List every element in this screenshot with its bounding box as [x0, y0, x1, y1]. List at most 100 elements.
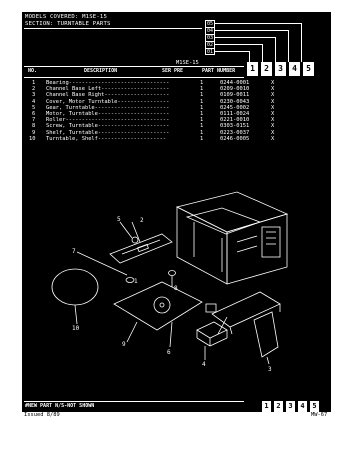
- parts-list: 1 Bearing-------------------------------…: [22, 80, 331, 142]
- part-number: 0223-0037: [220, 129, 250, 136]
- model-tab: 03: [205, 34, 215, 41]
- footer-rule: [24, 401, 244, 402]
- channel-base-left-drawing: [109, 221, 173, 264]
- callout-label: 5: [117, 216, 121, 223]
- part-no: 7: [32, 117, 36, 124]
- oven-cavity-drawing: [175, 191, 289, 285]
- part-qty: 1: [200, 86, 204, 93]
- part-row: 4 Cover, Motor Turntable----------------…: [22, 99, 331, 105]
- footer-legend-bar: #NEW PART N/S-NOT SHOWN: [22, 401, 331, 412]
- part-qty: 1: [200, 80, 204, 86]
- footer-version-box: 5: [310, 401, 319, 412]
- version-box: 5: [303, 62, 314, 76]
- header-rule: [24, 28, 202, 29]
- part-no: 9: [32, 129, 36, 136]
- callout-label: 10: [72, 325, 80, 332]
- part-description: Channel Base Left---------------------: [46, 86, 170, 93]
- part-description: Channel Base Right--------------------: [46, 92, 170, 99]
- bearing-roller-drawing: [76, 251, 176, 287]
- part-qty: 1: [200, 123, 204, 130]
- parts-sheet: MODELS COVERED: M1SE-15 SECTION: TURNTAB…: [22, 12, 331, 412]
- callout-label: 1: [134, 278, 138, 285]
- model-tabs: 05 04 03 02 01: [205, 20, 215, 55]
- col-no: NO.: [28, 68, 38, 74]
- part-description: Motor, Turntable----------------------: [46, 110, 170, 117]
- part-mark: X: [271, 135, 275, 142]
- turntable-plate-drawing: [113, 281, 203, 343]
- part-description: Roller--------------------------------: [46, 117, 170, 124]
- part-number: 0244-0001: [220, 80, 250, 86]
- column-rule-top: [24, 66, 244, 67]
- part-row: 5 Gear, Turntable-----------------------…: [22, 105, 331, 111]
- column-rule-bottom: [24, 77, 244, 78]
- footer-version-box: 2: [274, 401, 283, 412]
- part-qty: 1: [200, 117, 204, 124]
- part-qty: 1: [200, 92, 204, 99]
- footer-version-box: 4: [298, 401, 307, 412]
- callout-leader: [74, 304, 78, 325]
- callout-label: 9: [122, 341, 126, 348]
- part-qty: 1: [200, 129, 204, 136]
- tab-leader: [215, 23, 301, 24]
- version-box: 2: [261, 62, 272, 76]
- version-box: 3: [275, 62, 286, 76]
- part-mark: X: [271, 123, 275, 130]
- part-description: Cover, Motor Turntable----------------: [46, 98, 170, 105]
- callout-label: 6: [167, 349, 171, 356]
- model-name: M1SE-15: [176, 60, 199, 66]
- tab-leader: [215, 30, 288, 31]
- part-qty: 1: [200, 104, 204, 111]
- motor-drawing: [169, 303, 228, 360]
- part-number: 0209-0010: [220, 86, 250, 93]
- part-mark: X: [271, 92, 275, 99]
- part-description: Bearing-------------------------------: [46, 80, 170, 86]
- tab-leader: [275, 37, 276, 62]
- issued-date: Issued 8/89: [24, 412, 60, 418]
- model-tab: 01: [205, 48, 215, 55]
- part-row: 1 Bearing-------------------------------…: [22, 80, 331, 86]
- tab-leader: [301, 23, 302, 62]
- section-title: SECTION: TURNTABLE PARTS: [25, 21, 111, 27]
- part-row: 7 Roller--------------------------------…: [22, 117, 331, 123]
- part-qty: 1: [200, 135, 204, 142]
- part-qty: 1: [200, 98, 204, 105]
- part-mark: X: [271, 98, 275, 105]
- part-no: 10: [29, 135, 36, 142]
- callout-label: 2: [140, 217, 144, 224]
- footer-legend: #NEW PART N/S-NOT SHOWN: [25, 403, 95, 409]
- part-number: 0109-0011: [220, 92, 250, 99]
- part-mark: X: [271, 80, 275, 86]
- exploded-diagram: 2 5 7 1 8 9 10 6 4 3: [51, 191, 289, 373]
- tab-leader: [215, 51, 249, 52]
- part-no: 3: [32, 92, 36, 99]
- models-covered: MODELS COVERED: M1SE-15: [25, 14, 108, 20]
- channel-base-right-drawing: [211, 291, 281, 365]
- part-number: 0303-0151: [220, 123, 250, 130]
- version-box: 1: [247, 62, 258, 76]
- tab-leader: [288, 30, 289, 62]
- part-no: 4: [32, 98, 36, 105]
- footer-version-box: 3: [286, 401, 295, 412]
- col-part-number: PART NUMBER: [202, 68, 236, 74]
- part-number: 0221-0010: [220, 117, 250, 124]
- part-description: Gear, Turntable-----------------------: [46, 104, 170, 111]
- callout-label: 8: [174, 285, 178, 292]
- model-tab: 04: [205, 27, 215, 34]
- part-description: Shelf, Turntable----------------------: [46, 129, 170, 136]
- column-header: NO. DESCRIPTION SER PRE PART NUMBER: [22, 66, 331, 77]
- part-row: 10 Turntable, Shelf---------------------…: [22, 136, 331, 142]
- part-number: 0246-0005: [220, 135, 250, 142]
- part-mark: X: [271, 129, 275, 136]
- part-description: Turntable, Shelf---------------------: [46, 135, 167, 142]
- part-qty: 1: [200, 110, 204, 117]
- part-mark: X: [271, 86, 275, 93]
- part-no: 8: [32, 123, 36, 130]
- callout-label: 7: [72, 248, 76, 255]
- turntable-shelf-drawing: [51, 268, 99, 306]
- footer-version-box: 1: [262, 401, 271, 412]
- part-no: 6: [32, 110, 36, 117]
- tab-leader: [215, 37, 275, 38]
- col-description: DESCRIPTION: [84, 68, 118, 74]
- tab-leader: [262, 44, 263, 62]
- gear-drawing: [119, 221, 139, 244]
